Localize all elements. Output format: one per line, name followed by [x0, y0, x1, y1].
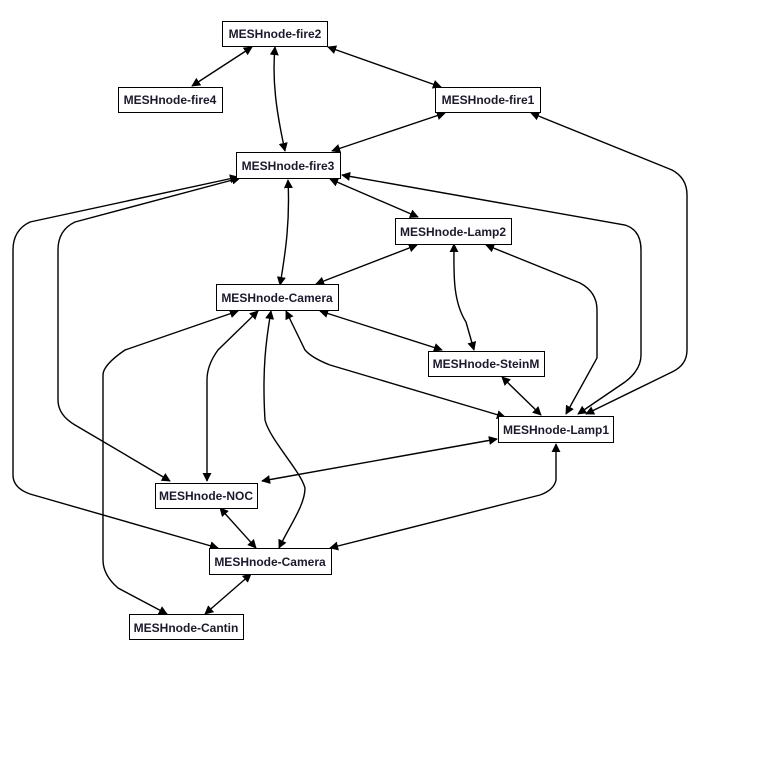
- edge-fire2-fire4: [191, 46, 253, 87]
- node-steinm[interactable]: MESHnode-SteinM: [428, 351, 545, 377]
- edge-fire3-lamp2: [329, 178, 419, 218]
- edge-fire3-lamp1: [341, 171, 642, 415]
- node-camera1-label: MESHnode-Camera: [221, 291, 333, 305]
- edge-fire1-lamp1: [530, 111, 688, 415]
- node-fire4-box: [118, 87, 223, 113]
- node-fire3-label: MESHnode-fire3: [242, 159, 335, 173]
- node-fire3-box: [236, 152, 341, 179]
- node-fire1-label: MESHnode-fire1: [442, 93, 535, 107]
- node-lamp2-box: [395, 218, 512, 245]
- edge-fire2-fire1: [327, 45, 442, 89]
- node-fire2[interactable]: MESHnode-fire2: [222, 21, 328, 47]
- edge-lamp2-camera1: [315, 243, 418, 286]
- node-lamp1-box: [498, 416, 614, 443]
- node-cantin-label: MESHnode-Cantin: [134, 621, 239, 635]
- edge-camera1-cantin: [102, 309, 239, 615]
- nodes-layer: MESHnode-fire2 MESHnode-fire4 MESHnode-f…: [118, 21, 614, 640]
- node-fire4[interactable]: MESHnode-fire4: [118, 87, 223, 113]
- edge-camera1-camera2: [263, 310, 306, 549]
- edge-lamp1-camera2: [329, 443, 561, 551]
- edge-camera1-noc: [202, 310, 259, 482]
- node-camera2-box: [209, 548, 332, 575]
- edge-fire3-camera2: [12, 174, 239, 551]
- node-cantin-box: [129, 614, 244, 640]
- node-steinm-box: [428, 351, 545, 377]
- edge-fire2-fire3: [269, 46, 288, 152]
- node-cantin[interactable]: MESHnode-Cantin: [129, 614, 244, 640]
- edge-steinm-lamp1: [501, 376, 542, 416]
- node-lamp2[interactable]: MESHnode-Lamp2: [395, 218, 512, 245]
- edge-camera2-cantin: [204, 573, 252, 615]
- node-fire1-box: [435, 87, 541, 113]
- node-steinm-label: MESHnode-SteinM: [433, 357, 540, 371]
- edges-layer: [12, 45, 688, 615]
- node-lamp1-label: MESHnode-Lamp1: [503, 423, 609, 437]
- node-fire1[interactable]: MESHnode-fire1: [435, 87, 541, 113]
- node-fire4-label: MESHnode-fire4: [124, 93, 217, 107]
- node-fire2-label: MESHnode-fire2: [229, 27, 322, 41]
- node-lamp1[interactable]: MESHnode-Lamp1: [498, 416, 614, 443]
- node-camera2[interactable]: MESHnode-Camera: [209, 548, 332, 575]
- node-noc-label: MESHnode-NOC: [159, 489, 253, 503]
- node-camera2-label: MESHnode-Camera: [214, 555, 326, 569]
- edge-lamp2-steinm: [449, 243, 477, 351]
- node-noc-box: [155, 483, 258, 509]
- edge-fire3-camera1: [276, 179, 293, 286]
- edge-noc-camera2: [219, 507, 257, 549]
- edge-camera1-steinm: [319, 309, 443, 352]
- node-camera1-box: [216, 284, 339, 311]
- node-noc[interactable]: MESHnode-NOC: [155, 483, 258, 509]
- node-fire2-box: [222, 21, 328, 47]
- edge-lamp2-lamp1: [485, 243, 598, 415]
- edge-fire3-noc: [57, 175, 241, 482]
- node-lamp2-label: MESHnode-Lamp2: [400, 225, 506, 239]
- edge-fire1-fire3: [331, 111, 446, 153]
- edge-lamp1-noc: [261, 435, 498, 485]
- node-camera1[interactable]: MESHnode-Camera: [216, 284, 339, 311]
- node-fire3[interactable]: MESHnode-fire3: [236, 152, 341, 179]
- edge-camera1-lamp1: [285, 310, 506, 420]
